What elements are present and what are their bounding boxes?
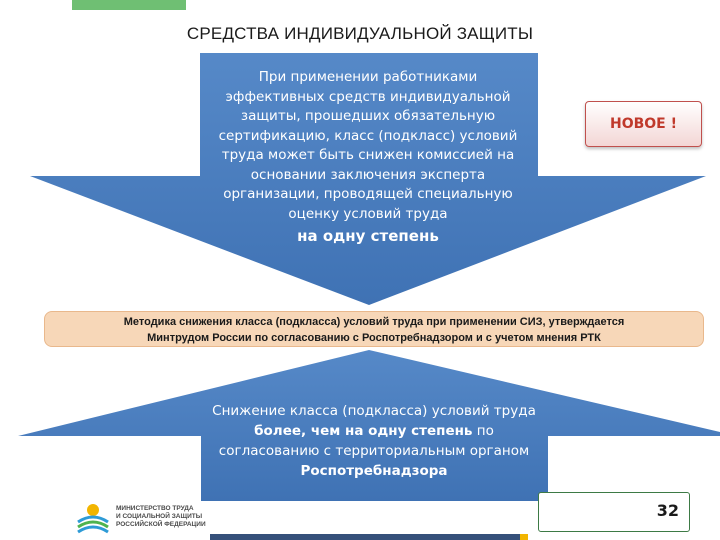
new-badge: НОВОЕ ! — [585, 101, 702, 147]
bottom-arrow-text: Снижение класса (подкласса) условий труд… — [204, 401, 544, 481]
top-arrow-line: сертификацию, класс (подкласс) условий — [218, 127, 518, 144]
top-arrow-text: При применении работниками эффективных с… — [200, 68, 536, 247]
footer-accent — [520, 534, 528, 540]
top-down-arrow — [30, 53, 706, 305]
bottom-text-bold: Роспотребнадзора — [300, 463, 448, 479]
ministry-logo-icon — [77, 504, 109, 534]
method-note-line-1: Методика снижения класса (подкласса) усл… — [123, 316, 625, 328]
top-arrow-line: организации, проводящей специальную — [223, 186, 513, 202]
bottom-text-bold: более, чем на одну степень — [254, 423, 473, 439]
page-title: СРЕДСТВА ИНДИВИДУАЛЬНОЙ ЗАЩИТЫ — [186, 24, 534, 43]
footer-bar — [210, 534, 520, 540]
bottom-up-arrow — [18, 350, 720, 501]
top-arrow-line: оценку условий труда — [288, 205, 448, 222]
page-number: 32 — [656, 501, 679, 520]
ministry-line: Российской Федерации — [116, 521, 206, 528]
top-arrow-emphasis: на одну степень — [297, 227, 439, 245]
page-number-box: 32 — [538, 492, 690, 532]
ministry-line: Министерство труда — [116, 505, 194, 512]
top-arrow-line: труда может быть снижен комиссией на — [221, 147, 515, 163]
top-accent-tab — [72, 0, 186, 10]
top-arrow-line: При применении работниками — [258, 69, 478, 85]
top-arrow-line: эффективных средств индивидуальной — [225, 88, 511, 105]
bottom-text-part: по согласованию с территориальным органо… — [218, 423, 530, 459]
top-arrow-line: защиты, прошедших обязательную — [240, 108, 496, 124]
method-note: Методика снижения класса (подкласса) усл… — [44, 311, 704, 347]
top-arrow-line: основании заключения эксперта — [250, 166, 486, 183]
ministry-name: Министерство труда и социальной защиты Р… — [116, 505, 236, 529]
bottom-text-part: Снижение класса (подкласса) условий труд… — [212, 403, 536, 419]
ministry-line: и социальной защиты — [116, 513, 203, 520]
method-note-line-2: Минтрудом России по согласованию с Роспо… — [147, 332, 601, 344]
